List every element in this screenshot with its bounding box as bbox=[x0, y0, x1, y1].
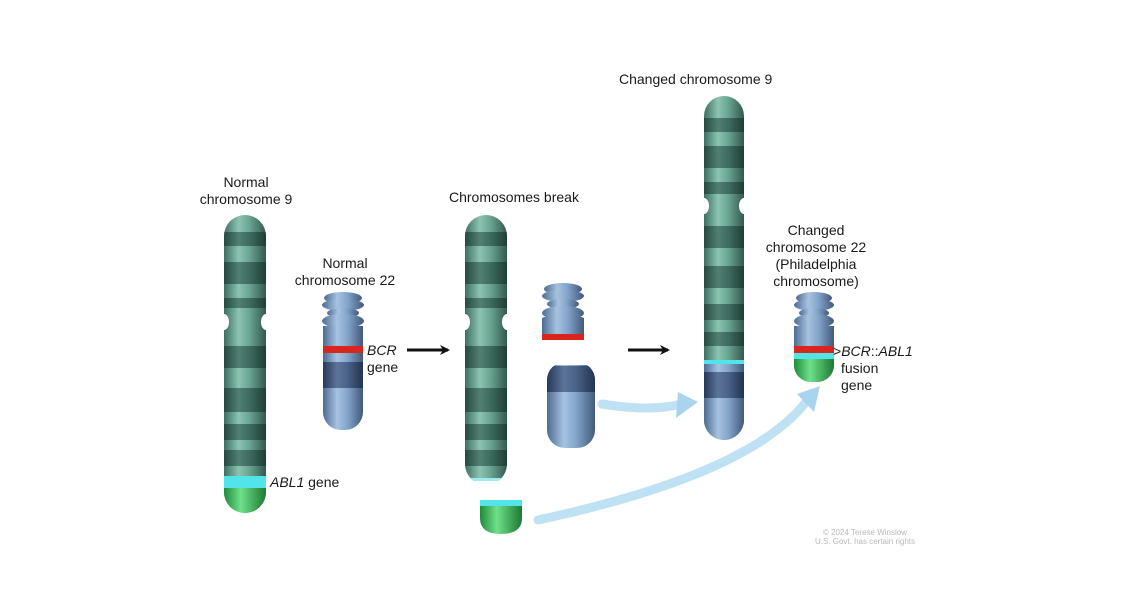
broken-chromosome-22-bottom bbox=[547, 362, 595, 448]
light-arrow-to-changed-9 bbox=[597, 392, 698, 418]
label-fusion-gene: >BCR::ABL1 fusion gene bbox=[833, 343, 913, 393]
normal-chromosome-22 bbox=[322, 292, 364, 430]
abl1-gene-band bbox=[224, 476, 266, 488]
abl1-fragment bbox=[480, 500, 522, 534]
label-abl1-gene: ABL1 gene bbox=[270, 474, 340, 490]
broken-chromosome-22-top bbox=[542, 283, 584, 340]
normal-chromosome-9 bbox=[224, 215, 266, 513]
label-normal-chromosome-9: Normal chromosome 9 bbox=[199, 174, 293, 207]
philadelphia-chromosome bbox=[794, 292, 834, 382]
light-arrow-to-philadelphia bbox=[533, 386, 820, 525]
label-changed-chromosome-9: Changed chromosome 9 bbox=[619, 71, 773, 87]
label-chromosomes-break: Chromosomes break bbox=[449, 189, 579, 205]
label-changed-chromosome-22: Changed chromosome 22 (Philadelphia chro… bbox=[765, 222, 867, 289]
changed-chromosome-9 bbox=[704, 96, 744, 440]
label-normal-chromosome-22: Normal chromosome 22 bbox=[294, 255, 396, 288]
label-bcr-gene: BCR gene bbox=[367, 342, 399, 375]
copyright-credit: © 2024 Terese Winslow U.S. Govt. has cer… bbox=[814, 528, 916, 546]
abl1-green-segment bbox=[224, 488, 266, 513]
broken-chromosome-9 bbox=[465, 215, 507, 485]
bcr-gene-band bbox=[323, 346, 363, 353]
